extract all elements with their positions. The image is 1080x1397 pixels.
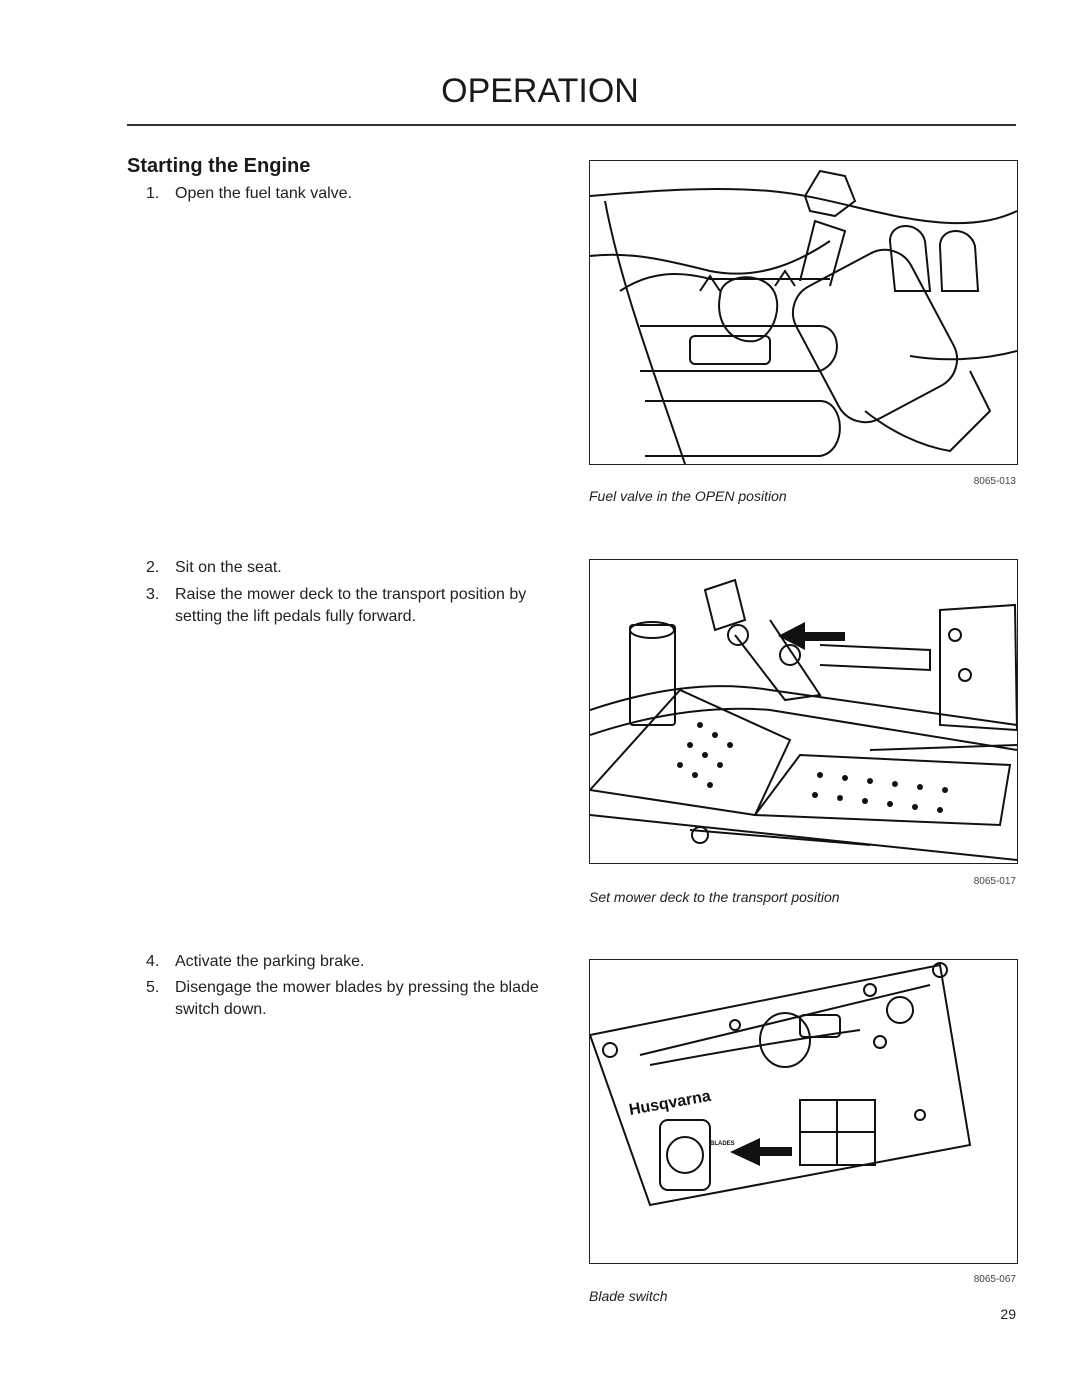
step-number: 1. (146, 185, 160, 202)
figure-mower-deck (589, 559, 1018, 864)
figure-code: 8065-013 (973, 476, 1016, 487)
step-2: 2. Sit on the seat. (146, 557, 546, 579)
figure-caption: Set mower deck to the transport position (589, 889, 840, 905)
page-number: 29 (1000, 1306, 1016, 1322)
step-number: 5. (146, 979, 160, 996)
step-number: 4. (146, 953, 160, 970)
blade-switch-illustration: Husqvarna BLADES (590, 962, 972, 1207)
step-number: 2. (146, 559, 160, 576)
figure-code: 8065-067 (973, 1274, 1016, 1285)
switch-label: BLADES (710, 1141, 735, 1147)
step-number: 3. (146, 586, 160, 603)
section-header: OPERATION (441, 72, 639, 110)
figure-caption: Blade switch (589, 1288, 668, 1304)
figure-caption: Fuel valve in the OPEN position (589, 488, 787, 504)
step-text: Disengage the mower blades by pressing t… (175, 979, 539, 1018)
step-1: 1. Open the fuel tank valve. (146, 183, 546, 205)
step-4: 4. Activate the parking brake. (146, 951, 546, 973)
mower-deck-illustration (590, 578, 1017, 861)
figure-blade-switch: Husqvarna BLADES (589, 959, 1018, 1264)
step-text: Sit on the seat. (175, 559, 282, 576)
arrow-indicator (778, 622, 845, 650)
step-text: Open the fuel tank valve. (175, 185, 352, 202)
header-rule (127, 124, 1016, 126)
step-3: 3. Raise the mower deck to the transport… (146, 584, 546, 628)
brand-label: Husqvarna (628, 1088, 712, 1119)
arrow-indicator (730, 1138, 792, 1166)
step-text: Activate the parking brake. (175, 953, 365, 970)
step-5: 5. Disengage the mower blades by pressin… (146, 977, 546, 1021)
step-text: Raise the mower deck to the transport po… (175, 586, 527, 625)
section-heading: Starting the Engine (127, 155, 311, 177)
figure-fuel-valve (589, 160, 1018, 465)
figure-code: 8065-017 (973, 876, 1016, 887)
fuel-valve-illustration (590, 169, 1017, 464)
